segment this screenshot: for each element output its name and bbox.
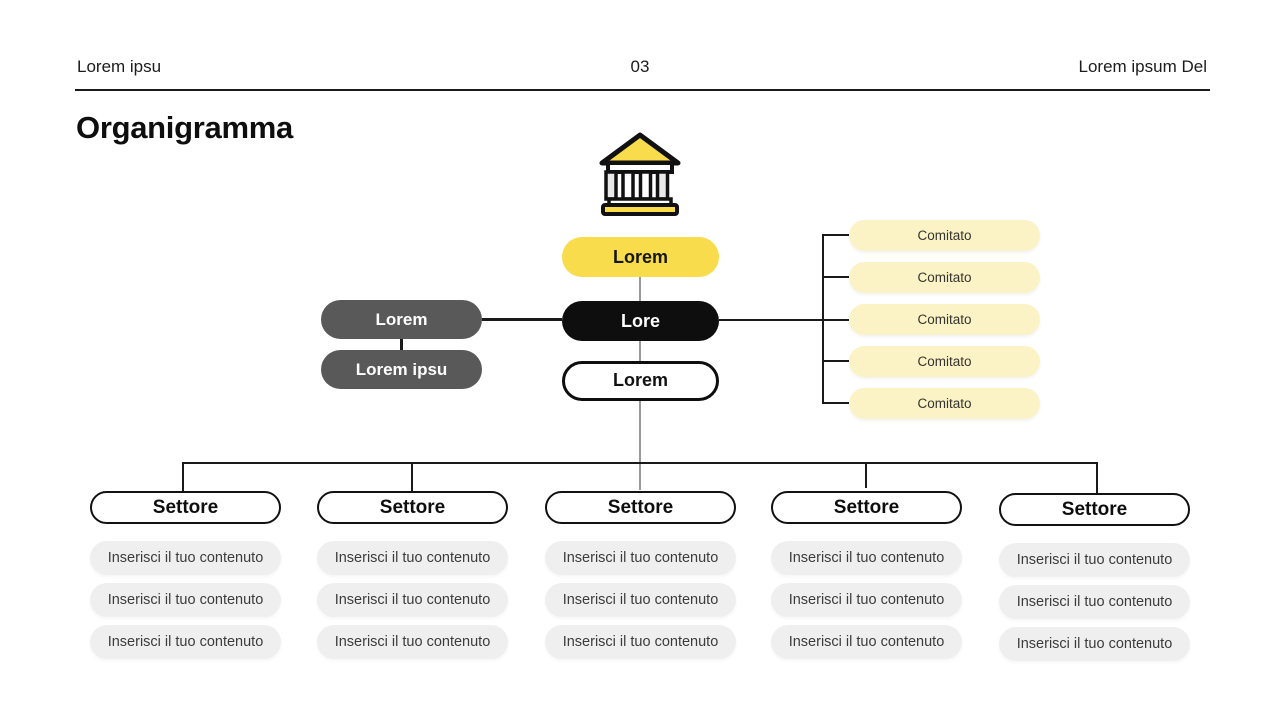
node-deputy[interactable]: Lorem xyxy=(562,361,719,401)
sector-stub-1 xyxy=(182,462,184,491)
sector-item-pill[interactable]: Inserisci il tuo contenuto xyxy=(771,583,962,617)
connector-deputy-sectors xyxy=(639,401,641,490)
node-root[interactable]: Lorem xyxy=(562,237,719,277)
committee-pill[interactable]: Comitato xyxy=(849,304,1040,335)
sector-title-pill[interactable]: Settore xyxy=(317,491,508,524)
sector-column-1: Settore Inserisci il tuo contenuto Inser… xyxy=(90,491,281,659)
header-left-text: Lorem ipsu xyxy=(77,57,162,76)
committee-stub-2 xyxy=(824,276,849,278)
page-title: Organigramma xyxy=(76,110,293,145)
page-number: 03 xyxy=(630,57,650,76)
sector-stub-5 xyxy=(1096,462,1098,493)
connector-director-committees xyxy=(719,319,849,321)
sector-title-pill[interactable]: Settore xyxy=(90,491,281,524)
connector-root-director xyxy=(639,277,641,301)
node-director[interactable]: Lore xyxy=(562,301,719,341)
committee-pill[interactable]: Comitato xyxy=(849,220,1040,251)
sector-title-pill[interactable]: Settore xyxy=(999,493,1190,526)
committee-pill[interactable]: Comitato xyxy=(849,388,1040,419)
sector-item-pill[interactable]: Inserisci il tuo contenuto xyxy=(90,583,281,617)
committee-stub-1 xyxy=(824,234,849,236)
sector-item-pill[interactable]: Inserisci il tuo contenuto xyxy=(771,625,962,659)
sector-item-pill[interactable]: Inserisci il tuo contenuto xyxy=(317,541,508,575)
node-staff-secondary[interactable]: Lorem ipsu xyxy=(321,350,482,389)
header-divider xyxy=(75,89,1210,91)
sector-item-pill[interactable]: Inserisci il tuo contenuto xyxy=(90,541,281,575)
connector-staff-director xyxy=(482,318,562,321)
header-right-text: Lorem ipsum Del xyxy=(1078,57,1208,76)
sector-column-2: Settore Inserisci il tuo contenuto Inser… xyxy=(317,491,508,659)
sector-item-pill[interactable]: Inserisci il tuo contenuto xyxy=(545,625,736,659)
sector-item-pill[interactable]: Inserisci il tuo contenuto xyxy=(90,625,281,659)
sector-item-pill[interactable]: Inserisci il tuo contenuto xyxy=(771,541,962,575)
sector-item-pill[interactable]: Inserisci il tuo contenuto xyxy=(545,541,736,575)
committee-pill[interactable]: Comitato xyxy=(849,262,1040,293)
committee-pill[interactable]: Comitato xyxy=(849,346,1040,377)
sector-stub-4 xyxy=(865,462,867,488)
connector-director-deputy xyxy=(639,341,641,361)
sector-title-pill[interactable]: Settore xyxy=(545,491,736,524)
sector-column-5: Settore Inserisci il tuo contenuto Inser… xyxy=(999,493,1190,661)
sector-item-pill[interactable]: Inserisci il tuo contenuto xyxy=(317,625,508,659)
sector-title-pill[interactable]: Settore xyxy=(771,491,962,524)
sector-item-pill[interactable]: Inserisci il tuo contenuto xyxy=(317,583,508,617)
node-staff-primary[interactable]: Lorem xyxy=(321,300,482,339)
committee-stub-5 xyxy=(824,402,849,404)
sector-column-4: Settore Inserisci il tuo contenuto Inser… xyxy=(771,491,962,659)
bank-icon xyxy=(597,130,683,223)
sector-item-pill[interactable]: Inserisci il tuo contenuto xyxy=(999,627,1190,661)
sector-item-pill[interactable]: Inserisci il tuo contenuto xyxy=(999,585,1190,619)
connector-staff-pair xyxy=(400,339,403,351)
committee-stub-4 xyxy=(824,360,849,362)
sector-item-pill[interactable]: Inserisci il tuo contenuto xyxy=(999,543,1190,577)
sector-item-pill[interactable]: Inserisci il tuo contenuto xyxy=(545,583,736,617)
sector-stub-2 xyxy=(411,462,413,491)
sector-column-3: Settore Inserisci il tuo contenuto Inser… xyxy=(545,491,736,659)
committee-bracket-spine xyxy=(822,234,824,404)
sectors-bus-line xyxy=(183,462,1098,464)
